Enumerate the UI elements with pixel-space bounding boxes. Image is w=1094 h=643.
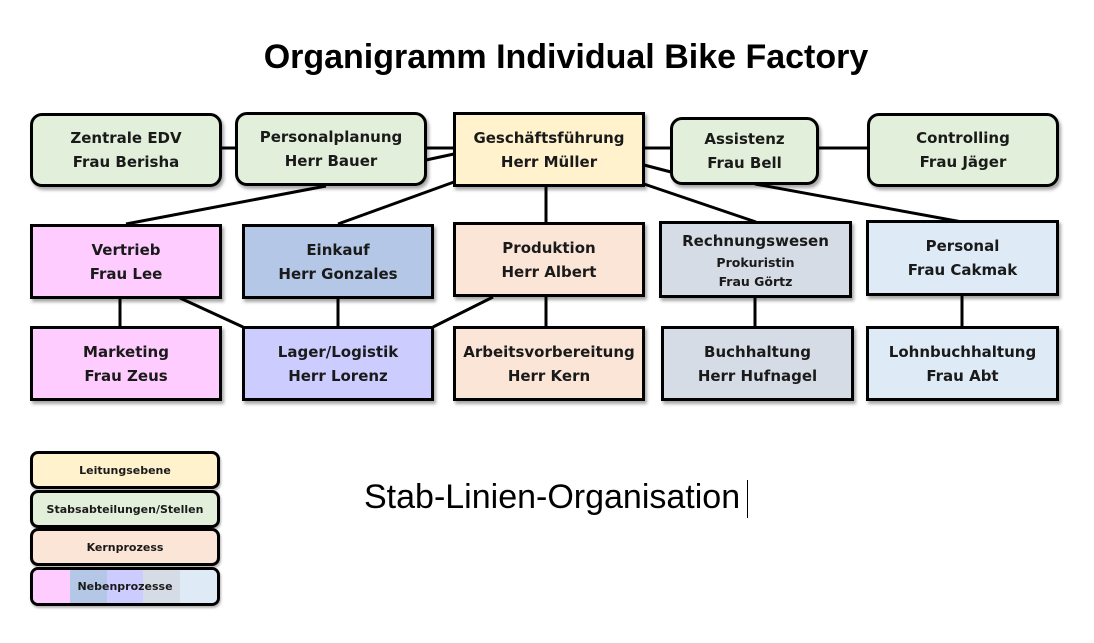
node-person: Frau Zeus bbox=[84, 366, 168, 385]
node-lohnbuchhaltung[interactable]: Lohnbuchhaltung Frau Abt bbox=[866, 326, 1059, 401]
node-assistenz[interactable]: Assistenz Frau Bell bbox=[670, 117, 819, 185]
node-title: Lager/Logistik bbox=[277, 342, 399, 361]
legend-label: Leitungsebene bbox=[79, 463, 171, 477]
line-gf-einkauf bbox=[337, 180, 455, 226]
node-title: Arbeitsvorbereitung bbox=[463, 342, 635, 361]
legend-kernprozess: Kernprozess bbox=[30, 528, 220, 566]
node-person: Herr Gonzales bbox=[278, 264, 398, 283]
node-marketing[interactable]: Marketing Frau Zeus bbox=[30, 326, 222, 401]
node-person: Herr Hufnagel bbox=[697, 366, 818, 385]
node-controlling[interactable]: Controlling Frau Jäger bbox=[867, 113, 1059, 187]
swatch-personal bbox=[180, 570, 217, 603]
node-title: Zentrale EDV bbox=[70, 129, 182, 147]
node-title: Geschäftsführung bbox=[473, 128, 625, 147]
line-personalplanung-vertrieb bbox=[125, 184, 327, 226]
swatch-vertrieb bbox=[33, 570, 70, 603]
node-person: Frau Abt bbox=[926, 366, 999, 385]
node-person: Frau Jäger bbox=[919, 153, 1007, 171]
node-personal[interactable]: Personal Frau Cakmak bbox=[866, 220, 1059, 296]
node-lager-logistik[interactable]: Lager/Logistik Herr Lorenz bbox=[242, 326, 434, 401]
node-vertrieb[interactable]: Vertrieb Frau Lee bbox=[30, 224, 222, 299]
node-arbeitsvorbereitung[interactable]: Arbeitsvorbereitung Herr Kern bbox=[453, 326, 645, 401]
legend-leitungsebene: Leitungsebene bbox=[30, 451, 220, 489]
chart-title: Organigramm Individual Bike Factory bbox=[263, 38, 869, 76]
node-title: Produktion bbox=[502, 238, 596, 257]
legend-label: Stabsabteilungen/Stellen bbox=[46, 502, 204, 516]
node-title: Marketing bbox=[83, 342, 169, 361]
node-person: Herr Lorenz bbox=[288, 366, 388, 385]
line-gf-assistenz-2 bbox=[643, 163, 672, 174]
legend-label: Nebenprozesse bbox=[77, 580, 173, 593]
node-title: Personalplanung bbox=[259, 128, 403, 146]
legend-stabsabteilungen: Stabsabteilungen/Stellen bbox=[30, 490, 220, 528]
line-gf-rechnungswesen bbox=[643, 182, 757, 224]
node-role: Prokuristin bbox=[716, 254, 795, 270]
node-title: Vertrieb bbox=[91, 240, 161, 259]
node-person: Frau Berisha bbox=[72, 153, 180, 171]
node-person: Frau Görtz bbox=[718, 273, 793, 289]
node-title: Personal bbox=[925, 237, 1000, 255]
node-rechnungswesen[interactable]: Rechnungswesen Prokuristin Frau Görtz bbox=[659, 221, 852, 298]
node-geschaeftsfuehrung[interactable]: Geschäftsführung Herr Müller bbox=[453, 112, 645, 187]
legend-label: Kernprozess bbox=[86, 540, 164, 554]
text-cursor bbox=[747, 480, 748, 518]
node-title: Controlling bbox=[916, 129, 1010, 147]
node-title: Buchhaltung bbox=[704, 342, 811, 361]
swatch-einkauf bbox=[69, 570, 107, 603]
swatch-lager bbox=[106, 570, 144, 603]
line-produktion-lager bbox=[432, 295, 494, 329]
node-title: Einkauf bbox=[306, 240, 370, 259]
subtitle-text[interactable]: Stab-Linien-Organisation bbox=[364, 478, 741, 516]
line-vertrieb-lager bbox=[179, 296, 244, 329]
node-person: Frau Bell bbox=[707, 154, 782, 172]
node-person: Herr Bauer bbox=[284, 152, 378, 170]
node-buchhaltung[interactable]: Buchhaltung Herr Hufnagel bbox=[661, 326, 854, 401]
node-produktion[interactable]: Produktion Herr Albert bbox=[453, 222, 645, 297]
swatch-rechnungswesen bbox=[143, 570, 181, 603]
node-title: Assistenz bbox=[704, 130, 785, 148]
node-title: Rechnungswesen bbox=[682, 231, 829, 250]
node-person: Herr Kern bbox=[507, 366, 591, 385]
legend-nebenprozesse: Nebenprozesse bbox=[30, 567, 220, 606]
line-assistenz-personal bbox=[754, 182, 963, 224]
node-person: Herr Müller bbox=[500, 152, 598, 171]
node-person: Herr Albert bbox=[501, 262, 597, 281]
node-person: Frau Lee bbox=[89, 264, 163, 283]
line-personalplanung-gf-2 bbox=[425, 152, 455, 162]
node-personalplanung[interactable]: Personalplanung Herr Bauer bbox=[235, 112, 427, 186]
node-zentrale-edv[interactable]: Zentrale EDV Frau Berisha bbox=[30, 113, 222, 187]
node-title: Lohnbuchhaltung bbox=[888, 342, 1037, 361]
node-person: Frau Cakmak bbox=[907, 261, 1018, 279]
node-einkauf[interactable]: Einkauf Herr Gonzales bbox=[242, 224, 434, 299]
